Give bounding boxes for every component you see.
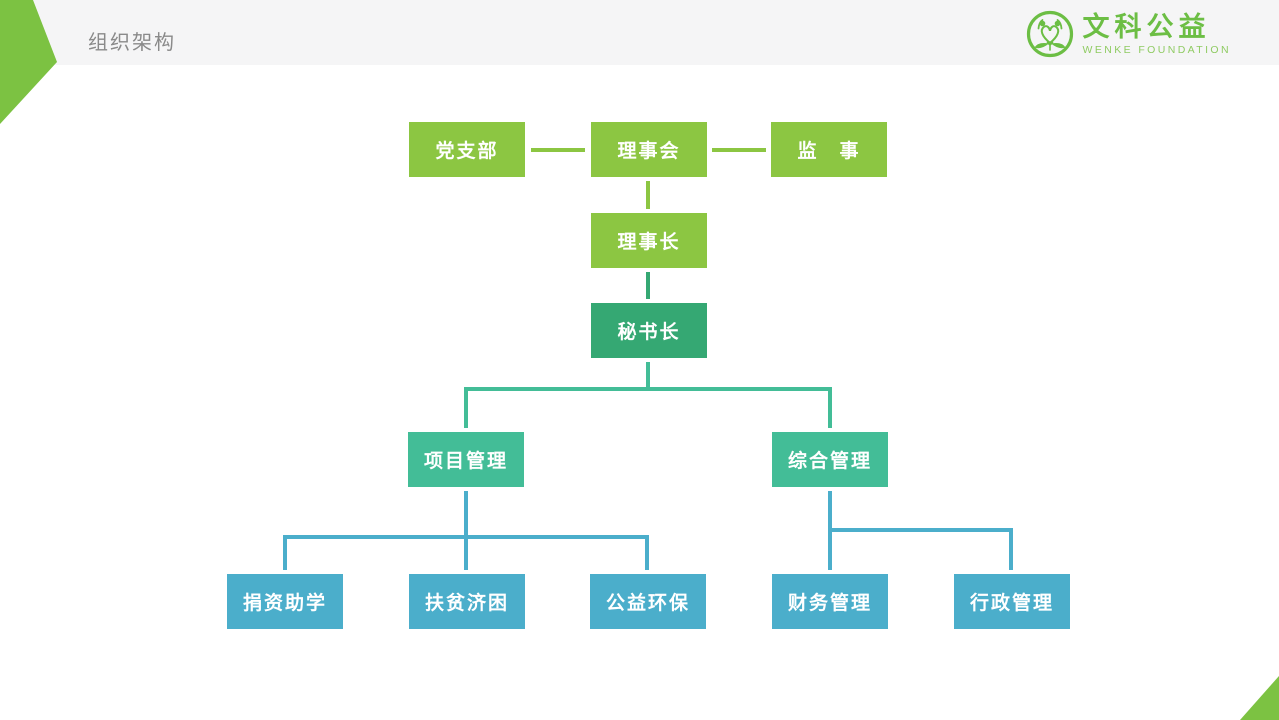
node-supervisor: 监 事 [771,122,887,177]
connector-drop-poverty [464,539,468,570]
node-general-management: 综合管理 [772,432,888,487]
corner-triangle-bottom-right-icon [1240,676,1279,720]
connector-level4-bar [464,387,832,391]
node-administrative-management: 行政管理 [954,574,1070,629]
logo-text: 文科公益 WENKE FOUNDATION [1083,12,1231,56]
connector-project-stem [464,491,468,537]
node-secretary-general: 秘书长 [591,303,707,358]
connector-party-board [531,148,585,152]
node-chairman: 理事长 [591,213,707,268]
connector-board-chairman [646,181,650,209]
node-public-environment: 公益环保 [590,574,706,629]
logo-name: 文科公益 [1082,12,1211,42]
logo-subtitle: WENKE FOUNDATION [1082,44,1231,56]
node-donation-education: 捐资助学 [227,574,343,629]
wenke-emblem-icon [1026,10,1073,58]
node-board: 理事会 [591,122,707,177]
connector-right-bar [830,528,1013,532]
connector-chairman-secretary [646,272,650,299]
connector-drop-project [464,391,468,428]
connector-drop-donation [283,535,287,570]
node-financial-management: 财务管理 [772,574,888,629]
connector-drop-general [828,391,832,428]
node-party-branch: 党支部 [409,122,525,177]
connector-drop-environment [645,535,649,570]
connector-left-bar [283,535,649,539]
header-bar [0,0,1279,65]
wenke-logo: 文科公益 WENKE FOUNDATION [1025,6,1231,62]
connector-drop-admin [1009,528,1013,570]
page-title: 组织架构 [88,32,176,54]
node-poverty-relief: 扶贫济困 [409,574,525,629]
connector-secretary-stem [646,362,650,391]
connector-board-supervisor [712,148,766,152]
node-project-management: 项目管理 [408,432,524,487]
